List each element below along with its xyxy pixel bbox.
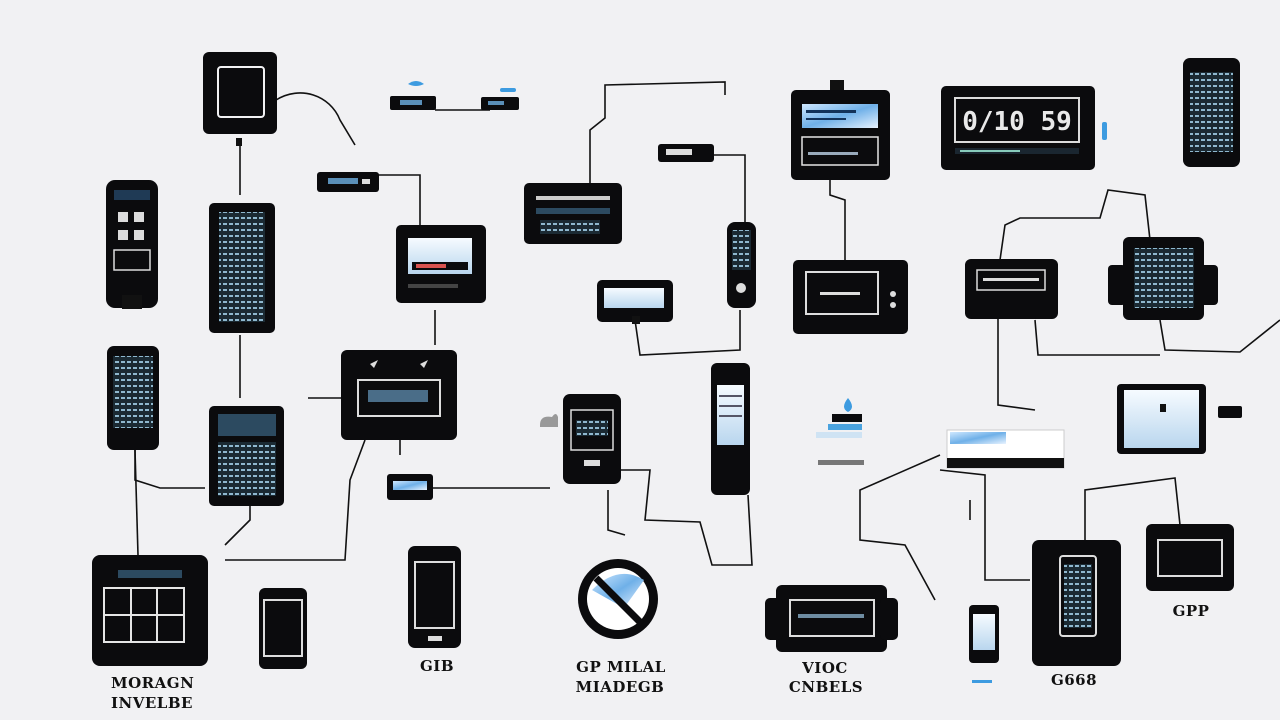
phone-bottom-left: [259, 588, 307, 669]
rack-switch-center: [524, 183, 622, 244]
grid-box-device: [92, 555, 208, 666]
usb-stick-devices: [390, 81, 519, 110]
tablet-top-right: [1183, 58, 1240, 167]
phone-bottom-center-left: [408, 546, 461, 648]
clock-readout: 0/10 59: [962, 107, 1072, 137]
walkie-talkie-device: [106, 180, 158, 309]
stacked-book-icon: [816, 398, 864, 465]
monitor-center-left: [396, 225, 486, 303]
monitor-bottom-right: [1146, 524, 1234, 591]
frame-device-top-left: [203, 52, 277, 146]
console-device: [765, 585, 898, 652]
label-vioc: VIOC: [802, 659, 848, 677]
server-slim-middle: [711, 363, 750, 495]
flat-panel-device: [946, 429, 1065, 469]
server-tower-left: [209, 203, 275, 333]
label-cnbels: CNBELS: [788, 678, 864, 696]
label-gp-milal: GP MILAL: [576, 658, 666, 676]
remote-control: [727, 222, 756, 308]
plug-adapter: [658, 144, 714, 162]
no-signal-icon: [578, 559, 658, 639]
label-moragn: MORAGN: [111, 674, 195, 692]
solar-panel-device: [1108, 237, 1218, 320]
rack-device-top-center: [791, 80, 890, 180]
scanner-device: [387, 474, 433, 500]
label-g668: G668: [1050, 671, 1098, 689]
monitor-middle-left: [341, 350, 457, 440]
phone-small: [969, 605, 999, 683]
router-small: [317, 172, 379, 192]
label-invelbe: INVELBE: [111, 694, 193, 712]
tablet-left: [107, 346, 159, 450]
digital-clock-display: 0/10 59: [941, 86, 1107, 170]
control-panel-device: [209, 406, 284, 506]
label-gpp: GPP: [1172, 602, 1210, 620]
card-reader-device: [597, 280, 673, 324]
router-right: [965, 259, 1058, 319]
label-gib: GIB: [419, 657, 455, 675]
connection-wires: [134, 81, 1280, 601]
cloud-icon: [540, 414, 558, 427]
phone-middle: [563, 394, 621, 484]
phone-bottom-right: [1032, 540, 1121, 666]
monitor-center-right: [793, 260, 908, 334]
label-miadegb: MIADEGB: [575, 678, 665, 696]
monitor-right: [1117, 384, 1242, 454]
